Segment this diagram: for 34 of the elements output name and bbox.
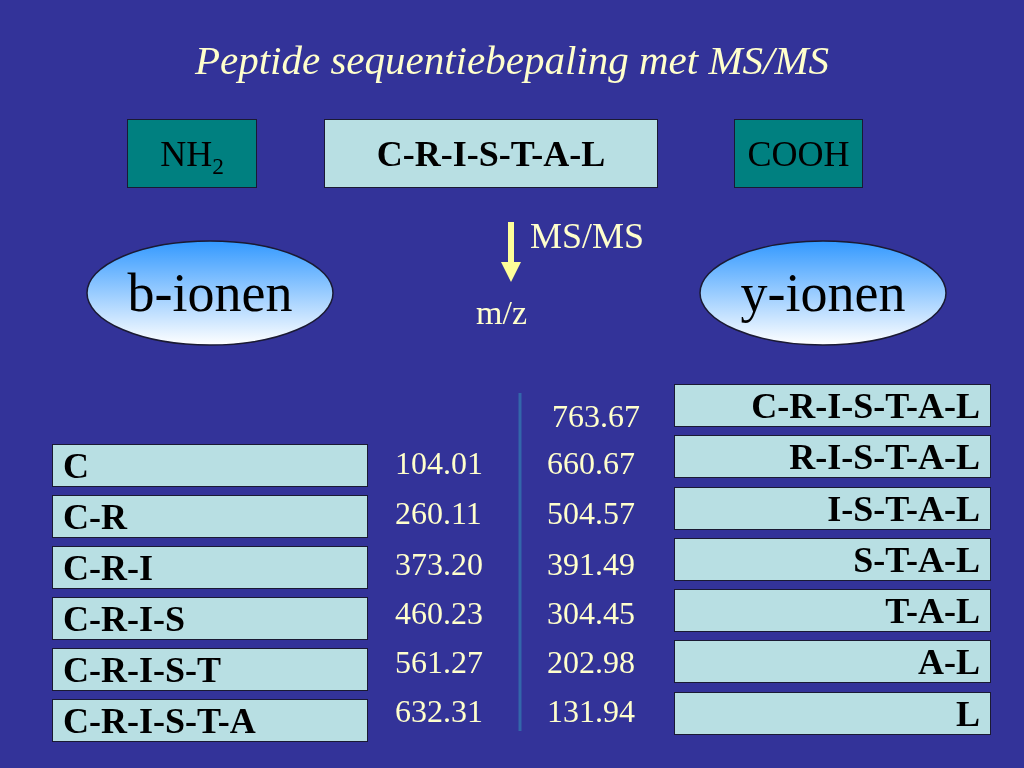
mass-value: 131.94 <box>547 694 635 728</box>
mass-value: 304.45 <box>547 596 635 630</box>
mass-value: 373.20 <box>395 547 483 581</box>
fragment-box: C-R-I-S-T-A-L <box>674 384 991 427</box>
fragment-box: C-R-I-S-T-A <box>52 699 368 742</box>
terminus-box: COOH <box>734 119 863 188</box>
sequence-box: C-R-I-S-T-A-L <box>324 119 658 188</box>
mass-value: 460.23 <box>395 596 483 630</box>
mass-value: 391.49 <box>547 547 635 581</box>
axis-label: m/z <box>476 294 527 332</box>
fragment-box: C <box>52 444 368 487</box>
fragment-box: I-S-T-A-L <box>674 487 991 530</box>
fragment-box: C-R-I <box>52 546 368 589</box>
mass-value: 660.67 <box>547 446 635 480</box>
fragment-box: A-L <box>674 640 991 683</box>
fragment-box: C-R <box>52 495 368 538</box>
mass-value: 202.98 <box>547 645 635 679</box>
slide-title: Peptide sequentiebepaling met MS/MS <box>193 36 831 84</box>
mass-value: 260.11 <box>395 496 482 530</box>
annotation-text: MS/MS <box>530 216 645 256</box>
ion-type-ellipse: b-ionen <box>86 240 334 346</box>
fragment-box: C-R-I-S-T <box>52 648 368 691</box>
terminus-box: NH$_{2}$ <box>127 119 257 188</box>
ion-type-ellipse: y-ionen <box>699 240 947 346</box>
fragment-box: L <box>674 692 991 735</box>
fragment-box: C-R-I-S <box>52 597 368 640</box>
mass-value: 504.57 <box>547 496 635 530</box>
mass-value: 561.27 <box>395 645 483 679</box>
fragment-box: R-I-S-T-A-L <box>674 435 991 478</box>
mass-value: 632.31 <box>395 694 483 728</box>
fragment-box: S-T-A-L <box>674 538 991 581</box>
fragment-box: T-A-L <box>674 589 991 632</box>
mass-value: 763.67 <box>552 399 640 433</box>
mass-value: 104.01 <box>395 446 483 480</box>
